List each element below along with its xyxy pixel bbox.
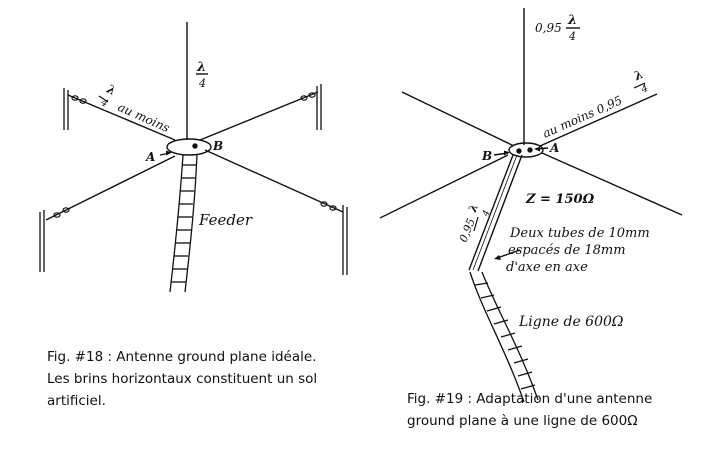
fig18-base-insulator [166, 138, 212, 156]
fig19-radial-lower-right [541, 152, 683, 216]
fig19-ligne-label: Ligne de 600Ω [518, 314, 624, 330]
fig19-frac-tube: 4 [481, 209, 493, 219]
fig19-arm-note: au moins 0,95 [541, 93, 625, 141]
fig19-matching-tubes [468, 154, 523, 272]
fig19-point-a: A [549, 141, 559, 155]
fig18-radial-lower-left [45, 155, 176, 221]
fig19-lambda-vertical: λ [567, 13, 577, 28]
figure-18-ground-plane [39, 22, 348, 293]
fig19-radial-upper-left [401, 91, 515, 147]
fig19-vertical-coef: 0,95 [535, 21, 562, 35]
fig18-arm-note: au moins [116, 100, 172, 135]
fig19-lambda-tube: λ [466, 202, 481, 215]
fig18-radial-upper-right [199, 91, 319, 141]
fig19-frac-arm: 4 [639, 83, 650, 96]
fig18-radial-lower-right [204, 149, 344, 213]
fig19-tubes-line2: espacés de 18mm [508, 243, 626, 258]
fig19-ladder-line [469, 271, 539, 403]
fig19-point-b: B [481, 149, 492, 163]
fig19-frac-vertical: 4 [568, 30, 576, 43]
fig19-radial-lower-left [379, 154, 509, 219]
fig18-feeder-label: Feeder [198, 211, 253, 229]
fig18-frac-arm: 4 [98, 97, 110, 110]
fig18-frac-top: 4 [198, 77, 206, 90]
fig18-point-a: A [145, 150, 155, 164]
fig18-feeder-ladder [169, 154, 198, 293]
fig18-caption-line3: artificiel. [47, 393, 106, 409]
fig19-caption-line2: ground plane à une ligne de 600Ω [407, 413, 638, 429]
fig18-insulators [53, 92, 337, 218]
fig19-caption-line1: Fig. #19 : Adaptation d'une antenne [407, 391, 653, 407]
figure-19-adaptation [379, 8, 683, 403]
fig19-base-insulator [508, 142, 544, 158]
fig18-caption-line1: Fig. #18 : Antenne ground plane idéale. [47, 349, 317, 365]
fig18-lambda-top: λ [196, 60, 206, 75]
fig19-tubes-line1: Deux tubes de 10mm [509, 226, 650, 241]
fig18-support-posts [39, 84, 348, 275]
fig19-impedance: Z = 150Ω [525, 192, 595, 207]
fig18-labels: λ 4 λ 4 au moins A B Feeder [98, 60, 253, 229]
fig19-radial-upper-right [539, 93, 658, 147]
fig18-caption-line2: Les brins horizontaux constituent un sol [47, 371, 318, 387]
fig18-lambda-arm: λ [104, 81, 119, 98]
fig19-tubes-line3: d'axe en axe [506, 260, 588, 275]
fig19-lambda-arm: λ [631, 67, 645, 84]
fig19-caption: Fig. #19 : Adaptation d'une antenne grou… [407, 388, 707, 432]
fig18-caption: Fig. #18 : Antenne ground plane idéale. … [47, 346, 347, 412]
fig18-point-b: B [212, 139, 223, 153]
